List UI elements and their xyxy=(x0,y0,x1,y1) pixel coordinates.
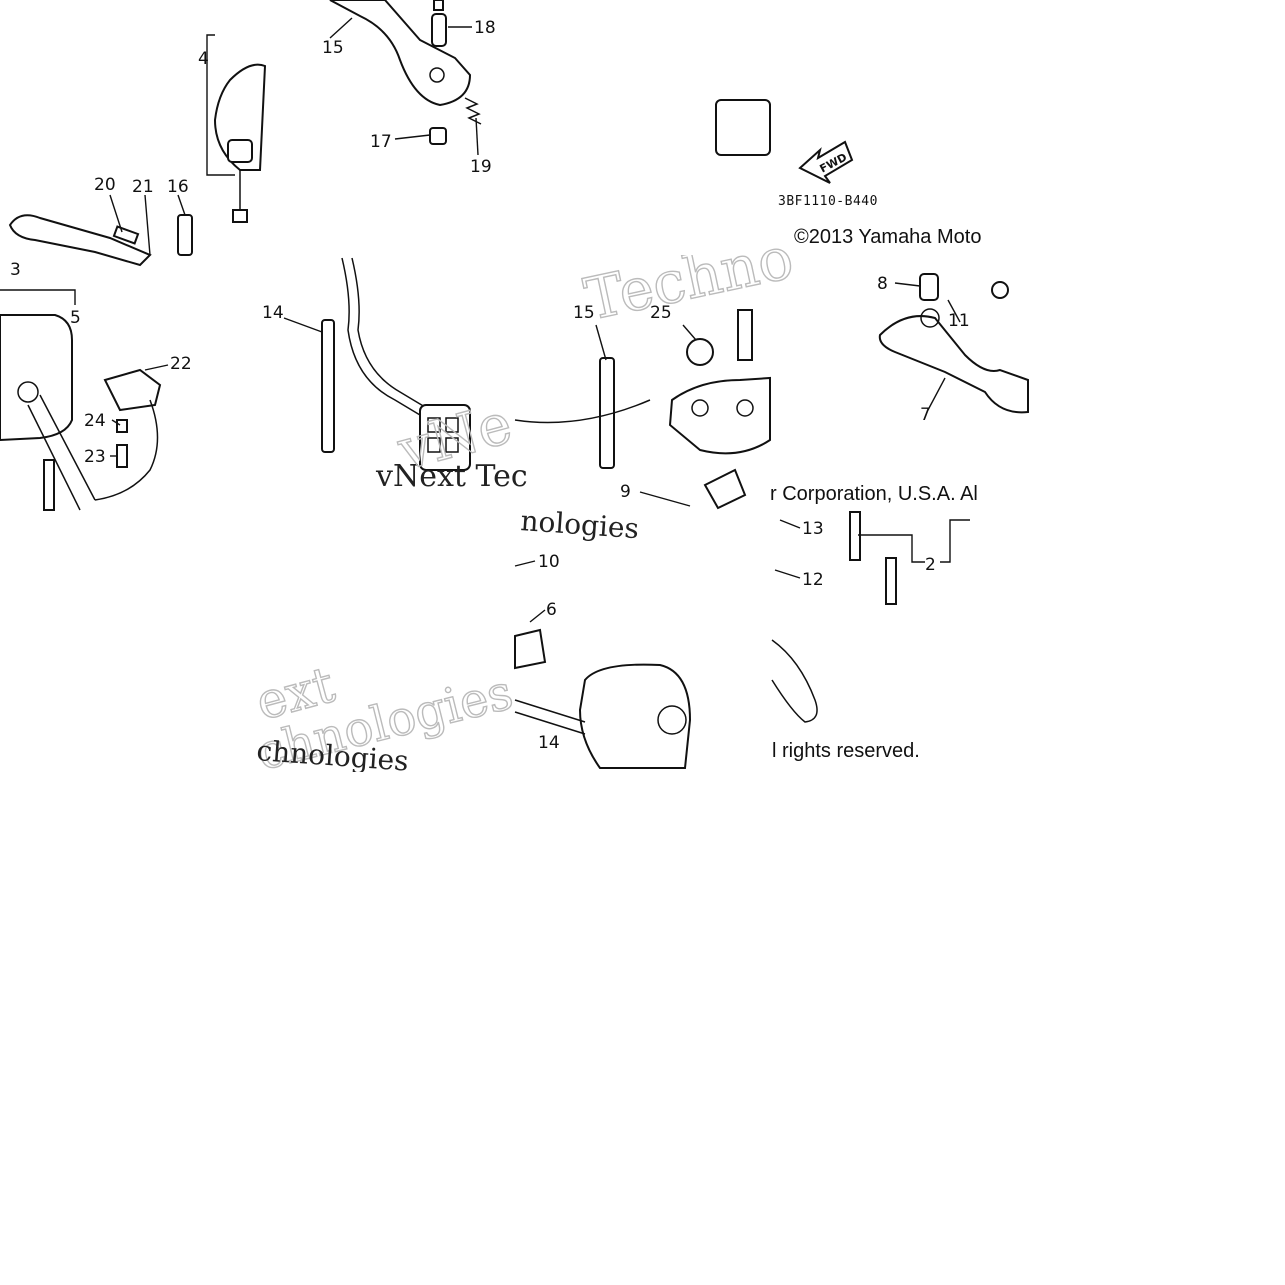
callout-4: 4 xyxy=(198,49,209,69)
callout-3: 3 xyxy=(10,260,21,280)
switch-housing-part xyxy=(0,314,73,442)
housing-connector-part xyxy=(715,99,771,156)
callout-25: 24 xyxy=(84,411,106,431)
callout-15-left: 14 xyxy=(262,303,284,323)
tile-center-wiring xyxy=(321,257,471,471)
copyright-line-3: l rights reserved. xyxy=(772,740,920,762)
right-switch-housing-part xyxy=(578,663,692,769)
watermark-vnext-tec: vNext Tec xyxy=(375,459,528,494)
callout-9: 9 xyxy=(620,482,631,502)
leader-lines xyxy=(0,17,970,623)
clutch-lever-part xyxy=(8,214,152,267)
callout-20: 19 xyxy=(470,157,492,177)
callout-5: 5 xyxy=(70,308,81,328)
callout-14: 14 xyxy=(538,733,560,753)
switch-sensor-part xyxy=(103,368,162,412)
callout-16: 15 xyxy=(322,38,344,58)
callout-19: 18 xyxy=(474,18,496,38)
callout-21: 20 xyxy=(94,175,116,195)
callout-24: 23 xyxy=(84,447,106,467)
part-code: 3BF1110-B440 xyxy=(778,194,878,209)
front-brake-lever-part xyxy=(878,315,1029,414)
copyright-line-1: ©2013 Yamaha Moto xyxy=(794,226,981,248)
callout-2: 2 xyxy=(925,555,936,575)
tile-right-assembly: FWD xyxy=(514,99,1029,769)
tile-left-lever xyxy=(0,0,482,511)
callout-8: 8 xyxy=(877,274,888,294)
callout-6: 6 xyxy=(546,600,557,620)
callout-11: 11 xyxy=(948,311,970,331)
watermark-nologies: nologies xyxy=(520,504,641,545)
callout-13: 13 xyxy=(802,519,824,539)
callout-7: 7 xyxy=(920,405,931,425)
callout-26: 25 xyxy=(650,303,672,323)
cable-tie-part xyxy=(321,319,335,453)
callout-23: 22 xyxy=(170,354,192,374)
callout-17: 16 xyxy=(167,177,189,197)
callout-15-right: 15 xyxy=(573,303,595,323)
callout-12: 12 xyxy=(802,570,824,590)
copyright-line-2: r Corporation, U.S.A. Al xyxy=(770,483,978,505)
callout-10: 10 xyxy=(538,552,560,572)
callout-22: 21 xyxy=(132,177,154,197)
master-cylinder-part xyxy=(668,376,771,455)
brake-lever-part xyxy=(329,0,472,107)
fwd-arrow-icon: FWD xyxy=(798,140,854,184)
callout-18: 17 xyxy=(370,132,392,152)
callout-numbers: 15 18 17 19 4 20 21 16 3 5 22 24 23 14 1… xyxy=(10,18,970,753)
